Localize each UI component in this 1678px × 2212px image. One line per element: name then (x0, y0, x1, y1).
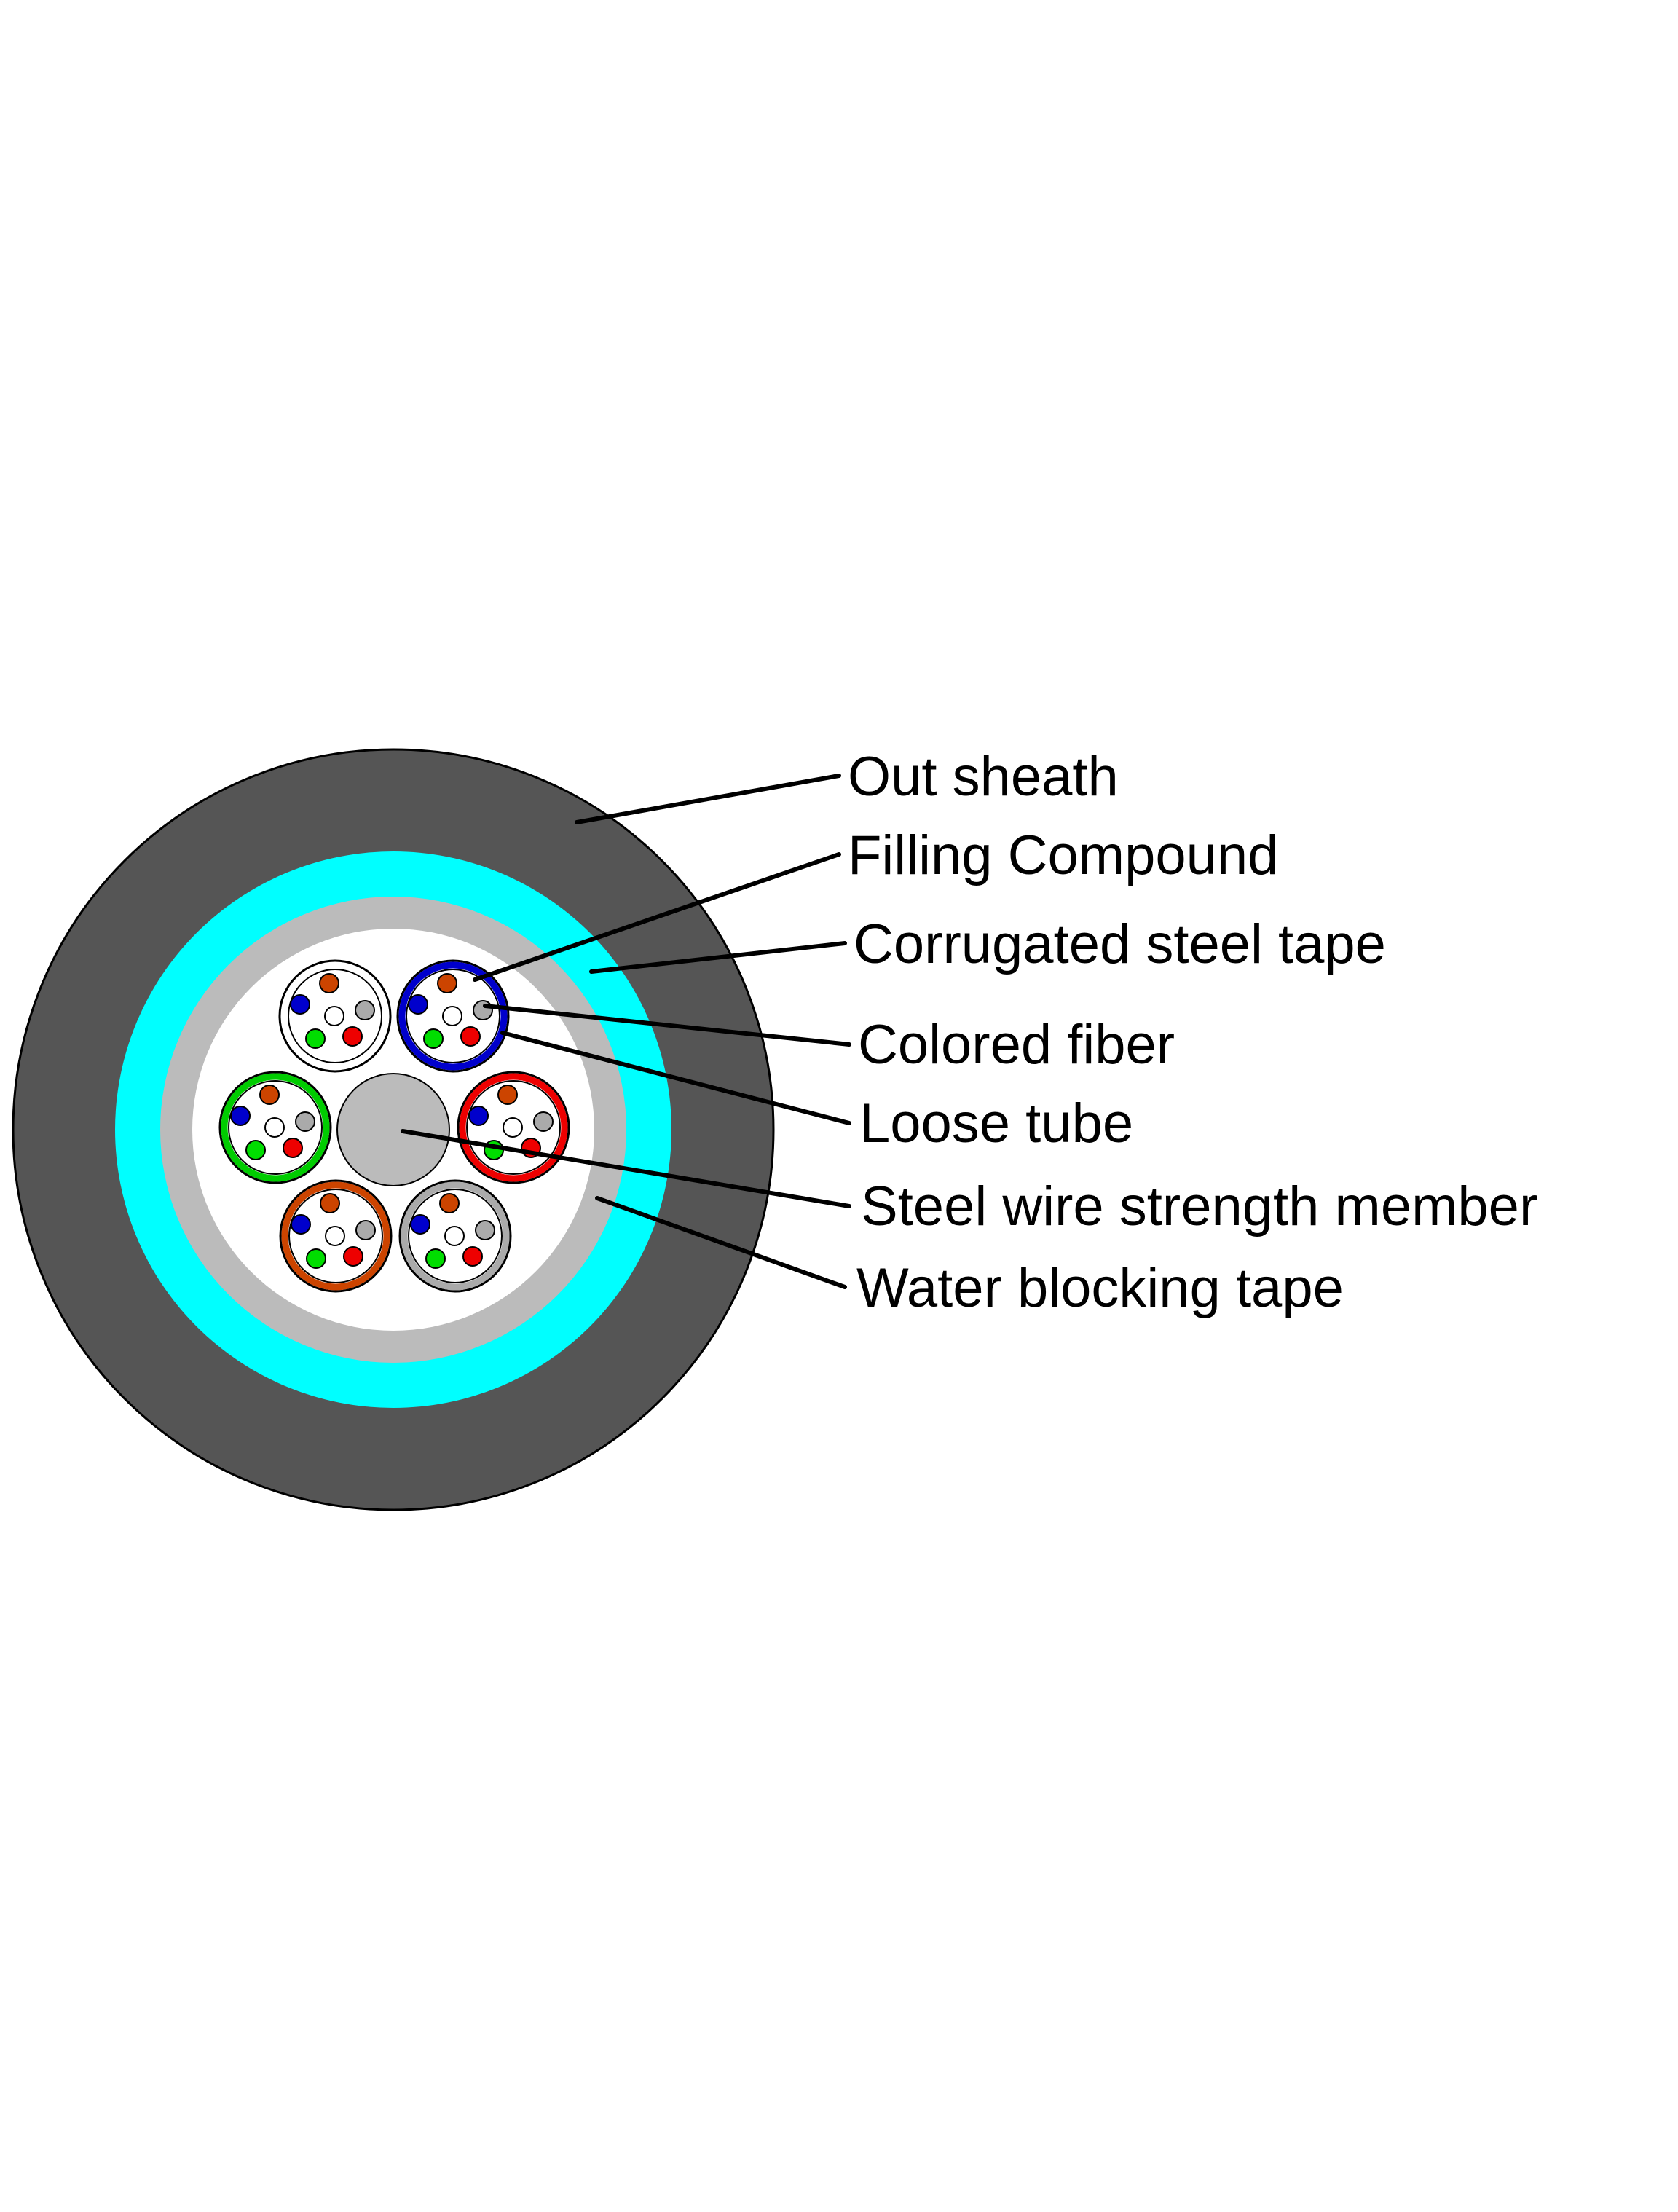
loose-tube-group (218, 959, 570, 1293)
colored-fiber-blue (408, 994, 428, 1015)
loose-tube-outline (279, 1179, 393, 1293)
leader-lines (401, 774, 851, 1289)
loose-tube-outline (398, 1179, 512, 1293)
leader-line-colored-fiber (483, 1004, 851, 1047)
colored-fiber-orange (259, 1085, 280, 1105)
colored-fiber-gray (355, 1000, 375, 1020)
colored-fiber-gray (533, 1111, 554, 1132)
label-loose-tube: Loose tube (859, 1093, 1133, 1154)
colored-fiber-red (283, 1138, 303, 1158)
colored-fiber-blue (468, 1106, 489, 1126)
loose-tube-blue (396, 959, 510, 1073)
loose-tube-outline (396, 959, 510, 1073)
colored-fiber-orange (437, 973, 457, 993)
label-water-blocking-tape: Water blocking tape (856, 1257, 1344, 1319)
loose-tube-outline (218, 1071, 332, 1184)
cable-cross-section (12, 748, 775, 1511)
colored-fiber-orange (320, 1193, 340, 1213)
colored-fiber-red (460, 1026, 481, 1047)
colored-fiber-white (503, 1117, 523, 1138)
steel-wire-strength-member (336, 1073, 450, 1186)
colored-fiber-white (325, 1226, 345, 1246)
colored-fiber-blue (291, 1214, 311, 1235)
colored-fiber-gray (355, 1220, 376, 1240)
label-filling-compound: Filling Compound (848, 824, 1278, 886)
leader-line-water-blocking-tape (595, 1196, 847, 1289)
leader-line-steel-wire-strength-member (401, 1129, 851, 1208)
loose-tube-outline (457, 1071, 570, 1184)
colored-fiber-red (342, 1026, 363, 1047)
label-out-sheath: Out sheath (848, 746, 1119, 808)
colored-fiber-blue (290, 994, 310, 1015)
loose-tube-inner-outline (466, 1080, 561, 1175)
colored-fiber-green (425, 1248, 446, 1269)
loose-tube-inner-outline (288, 969, 382, 1063)
loose-tube-outline (278, 959, 392, 1073)
colored-fiber-orange (439, 1193, 460, 1213)
colored-fiber-green (306, 1248, 326, 1269)
loose-tube-green (218, 1071, 332, 1184)
colored-fiber-white (324, 1006, 344, 1026)
colored-fiber-orange (497, 1085, 518, 1105)
colored-fiber-gray (473, 1000, 493, 1020)
loose-tube-gray (398, 1179, 512, 1293)
colored-fiber-red (343, 1246, 363, 1267)
colored-fiber-green (423, 1028, 444, 1049)
label-steel-wire-strength-member: Steel wire strength member (861, 1176, 1537, 1237)
loose-tube-inner-outline (288, 1189, 383, 1283)
colored-fiber-white (444, 1226, 465, 1246)
colored-fiber-orange (319, 973, 339, 993)
label-corrugated-steel-tape: Corrugated steel tape (854, 913, 1386, 975)
colored-fiber-white (442, 1006, 462, 1026)
loose-tube-white (278, 959, 392, 1073)
colored-fiber-gray (475, 1220, 495, 1240)
loose-tube-inner-outline (228, 1080, 323, 1175)
colored-fiber-green (305, 1028, 326, 1049)
leader-line-out-sheath (575, 774, 841, 824)
label-colored-fiber: Colored fiber (858, 1014, 1175, 1076)
loose-tube-inner-outline (408, 1189, 503, 1283)
leader-line-loose-tube (500, 1031, 851, 1125)
loose-tube-orange (279, 1179, 393, 1293)
colored-fiber-blue (410, 1214, 430, 1235)
leader-line-corrugated-steel-tape (589, 941, 847, 974)
labels: Out sheath Filling Compound Corrugated s… (848, 746, 1537, 1319)
loose-tube-inner-outline (406, 969, 500, 1063)
colored-fiber-blue (230, 1106, 251, 1126)
colored-fiber-green (245, 1140, 266, 1160)
leader-line-filling-compound (473, 852, 841, 982)
colored-fiber-gray (295, 1111, 315, 1132)
colored-fiber-red (462, 1246, 483, 1267)
loose-tube-red (457, 1071, 570, 1184)
colored-fiber-white (264, 1117, 285, 1138)
